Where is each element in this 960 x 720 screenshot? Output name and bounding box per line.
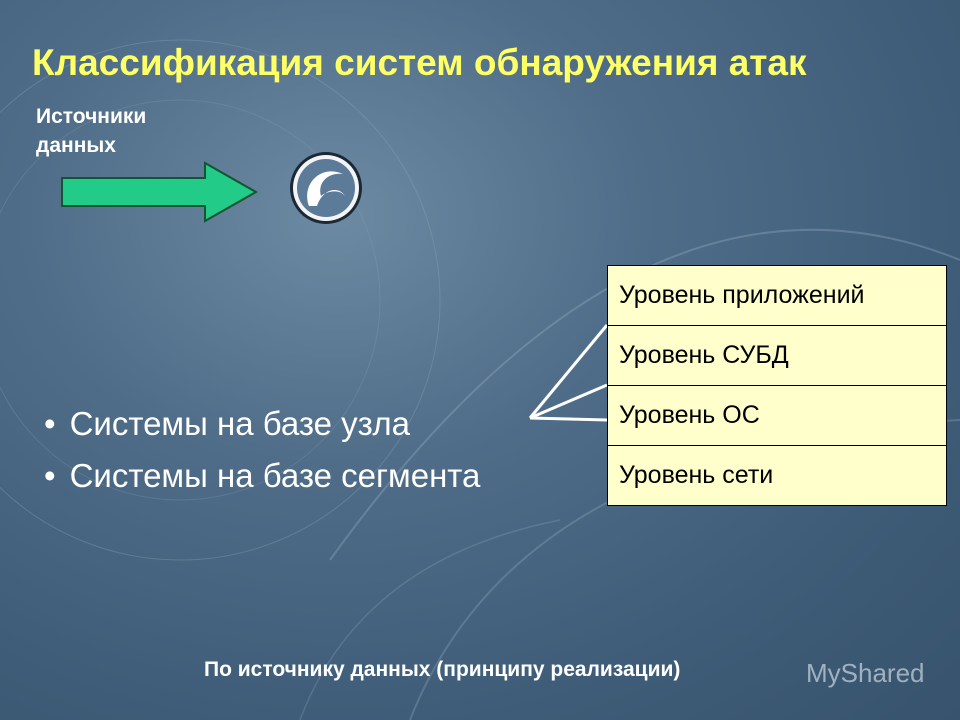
levels-box: Уровень приложений Уровень СУБД Уровень … — [607, 265, 947, 506]
data-sources-label: Источники данных — [36, 105, 147, 157]
watermark: MyShared — [806, 658, 925, 688]
level-dbms: Уровень СУБД — [608, 325, 946, 385]
footer-caption: По источнику данных (принципу реализации… — [204, 658, 681, 681]
level-applications: Уровень приложений — [619, 281, 865, 309]
list-item: Системы на базе узла — [44, 400, 480, 452]
level-os: Уровень ОС — [608, 385, 946, 445]
level-network: Уровень сети — [608, 445, 946, 505]
right-arrow-icon — [61, 161, 259, 223]
page-title: Классификация систем обнаружения атак — [32, 42, 807, 83]
crescent-logo-icon — [290, 152, 362, 224]
system-types-list: Системы на базе узла Системы на базе сег… — [44, 400, 481, 504]
connector-lines — [528, 324, 609, 422]
list-item: Системы на базе сегмента — [44, 452, 481, 504]
